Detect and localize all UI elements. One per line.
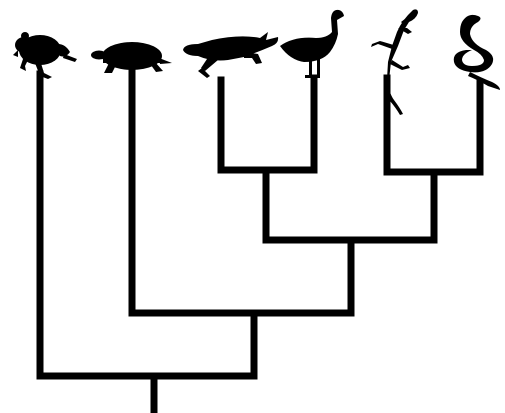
crocodile-icon <box>183 32 279 78</box>
goose-icon <box>280 9 344 78</box>
frog-icon <box>13 32 77 79</box>
tree-branches <box>36 68 484 413</box>
turtle-icon <box>91 42 172 73</box>
lizard-icon <box>371 9 418 115</box>
snake-icon <box>453 14 500 90</box>
